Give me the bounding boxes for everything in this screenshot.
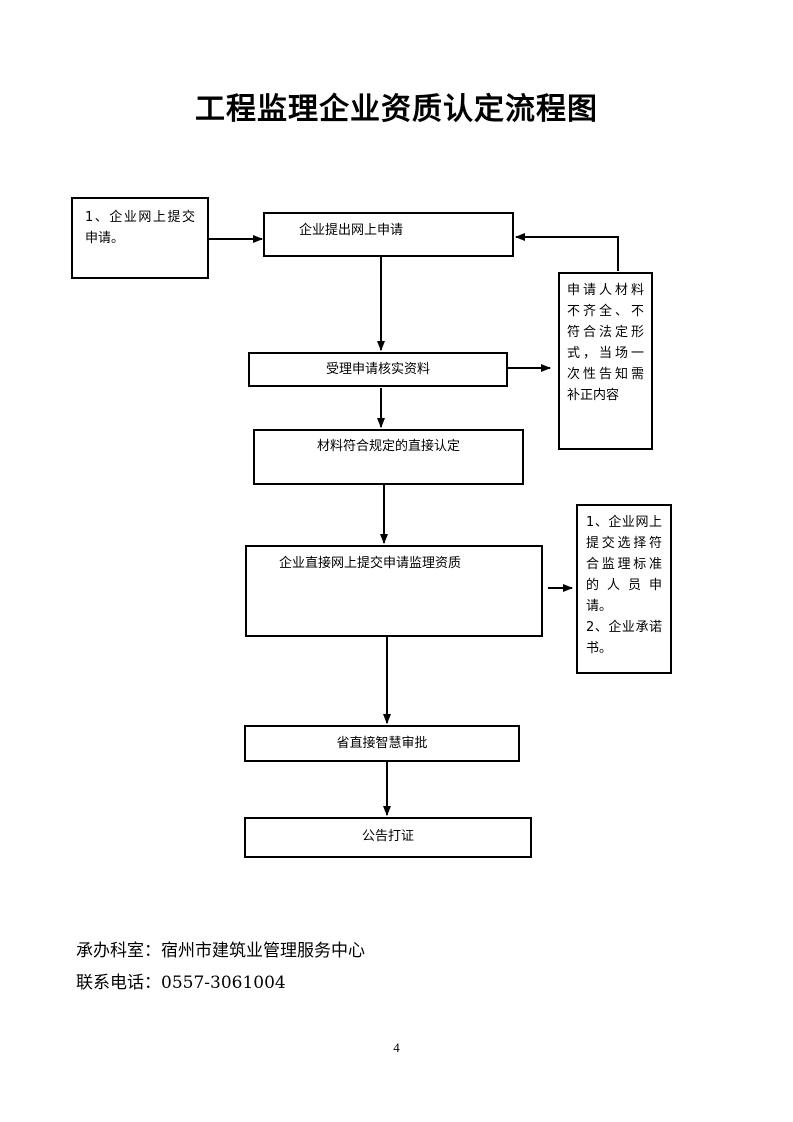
footer-office: 承办科室：宿州市建筑业管理服务中心 — [76, 941, 365, 961]
page-title: 工程监理企业资质认定流程图 — [195, 92, 598, 127]
requirements-note-line2: 2、企业承诺书。 — [586, 620, 662, 656]
direct-submit-box: 企业直接网上提交申请监理资质 — [245, 545, 543, 637]
page-number: 4 — [393, 1040, 400, 1055]
arrow-incomplete-to-apply — [515, 233, 619, 271]
incomplete-note-box: 申请人材料不齐全、不符合法定形式，当场一次性告知需补正内容 — [558, 272, 653, 450]
submit-docs-box: 1、企业网上提交申请。 — [71, 197, 209, 279]
accept-verify-text: 受理申请核实资料 — [325, 362, 430, 377]
direct-submit-text: 企业直接网上提交申请监理资质 — [279, 556, 462, 571]
footer-phone: 联系电话：0557-3061004 — [76, 973, 286, 993]
provincial-review-box: 省直接智慧审批 — [244, 725, 520, 762]
announce-box: 公告打证 — [244, 817, 532, 858]
submit-docs-text: 1、企业网上提交申请。 — [85, 210, 195, 246]
direct-approve-text: 材料符合规定的直接认定 — [316, 439, 460, 454]
direct-approve-box: 材料符合规定的直接认定 — [253, 429, 524, 485]
accept-verify-box: 受理申请核实资料 — [248, 352, 508, 387]
requirements-note-box: 1、企业网上提交选择符合监理标准的人员申请。 2、企业承诺书。 — [576, 504, 672, 674]
incomplete-note-text: 申请人材料不齐全、不符合法定形式，当场一次性告知需补正内容 — [567, 283, 644, 403]
provincial-review-text: 省直接智慧审批 — [336, 736, 428, 751]
announce-text: 公告打证 — [361, 829, 414, 844]
online-apply-text: 企业提出网上申请 — [299, 223, 404, 238]
online-apply-box: 企业提出网上申请 — [263, 212, 514, 257]
requirements-note-line1: 1、企业网上提交选择符合监理标准的人员申请。 — [586, 515, 662, 614]
